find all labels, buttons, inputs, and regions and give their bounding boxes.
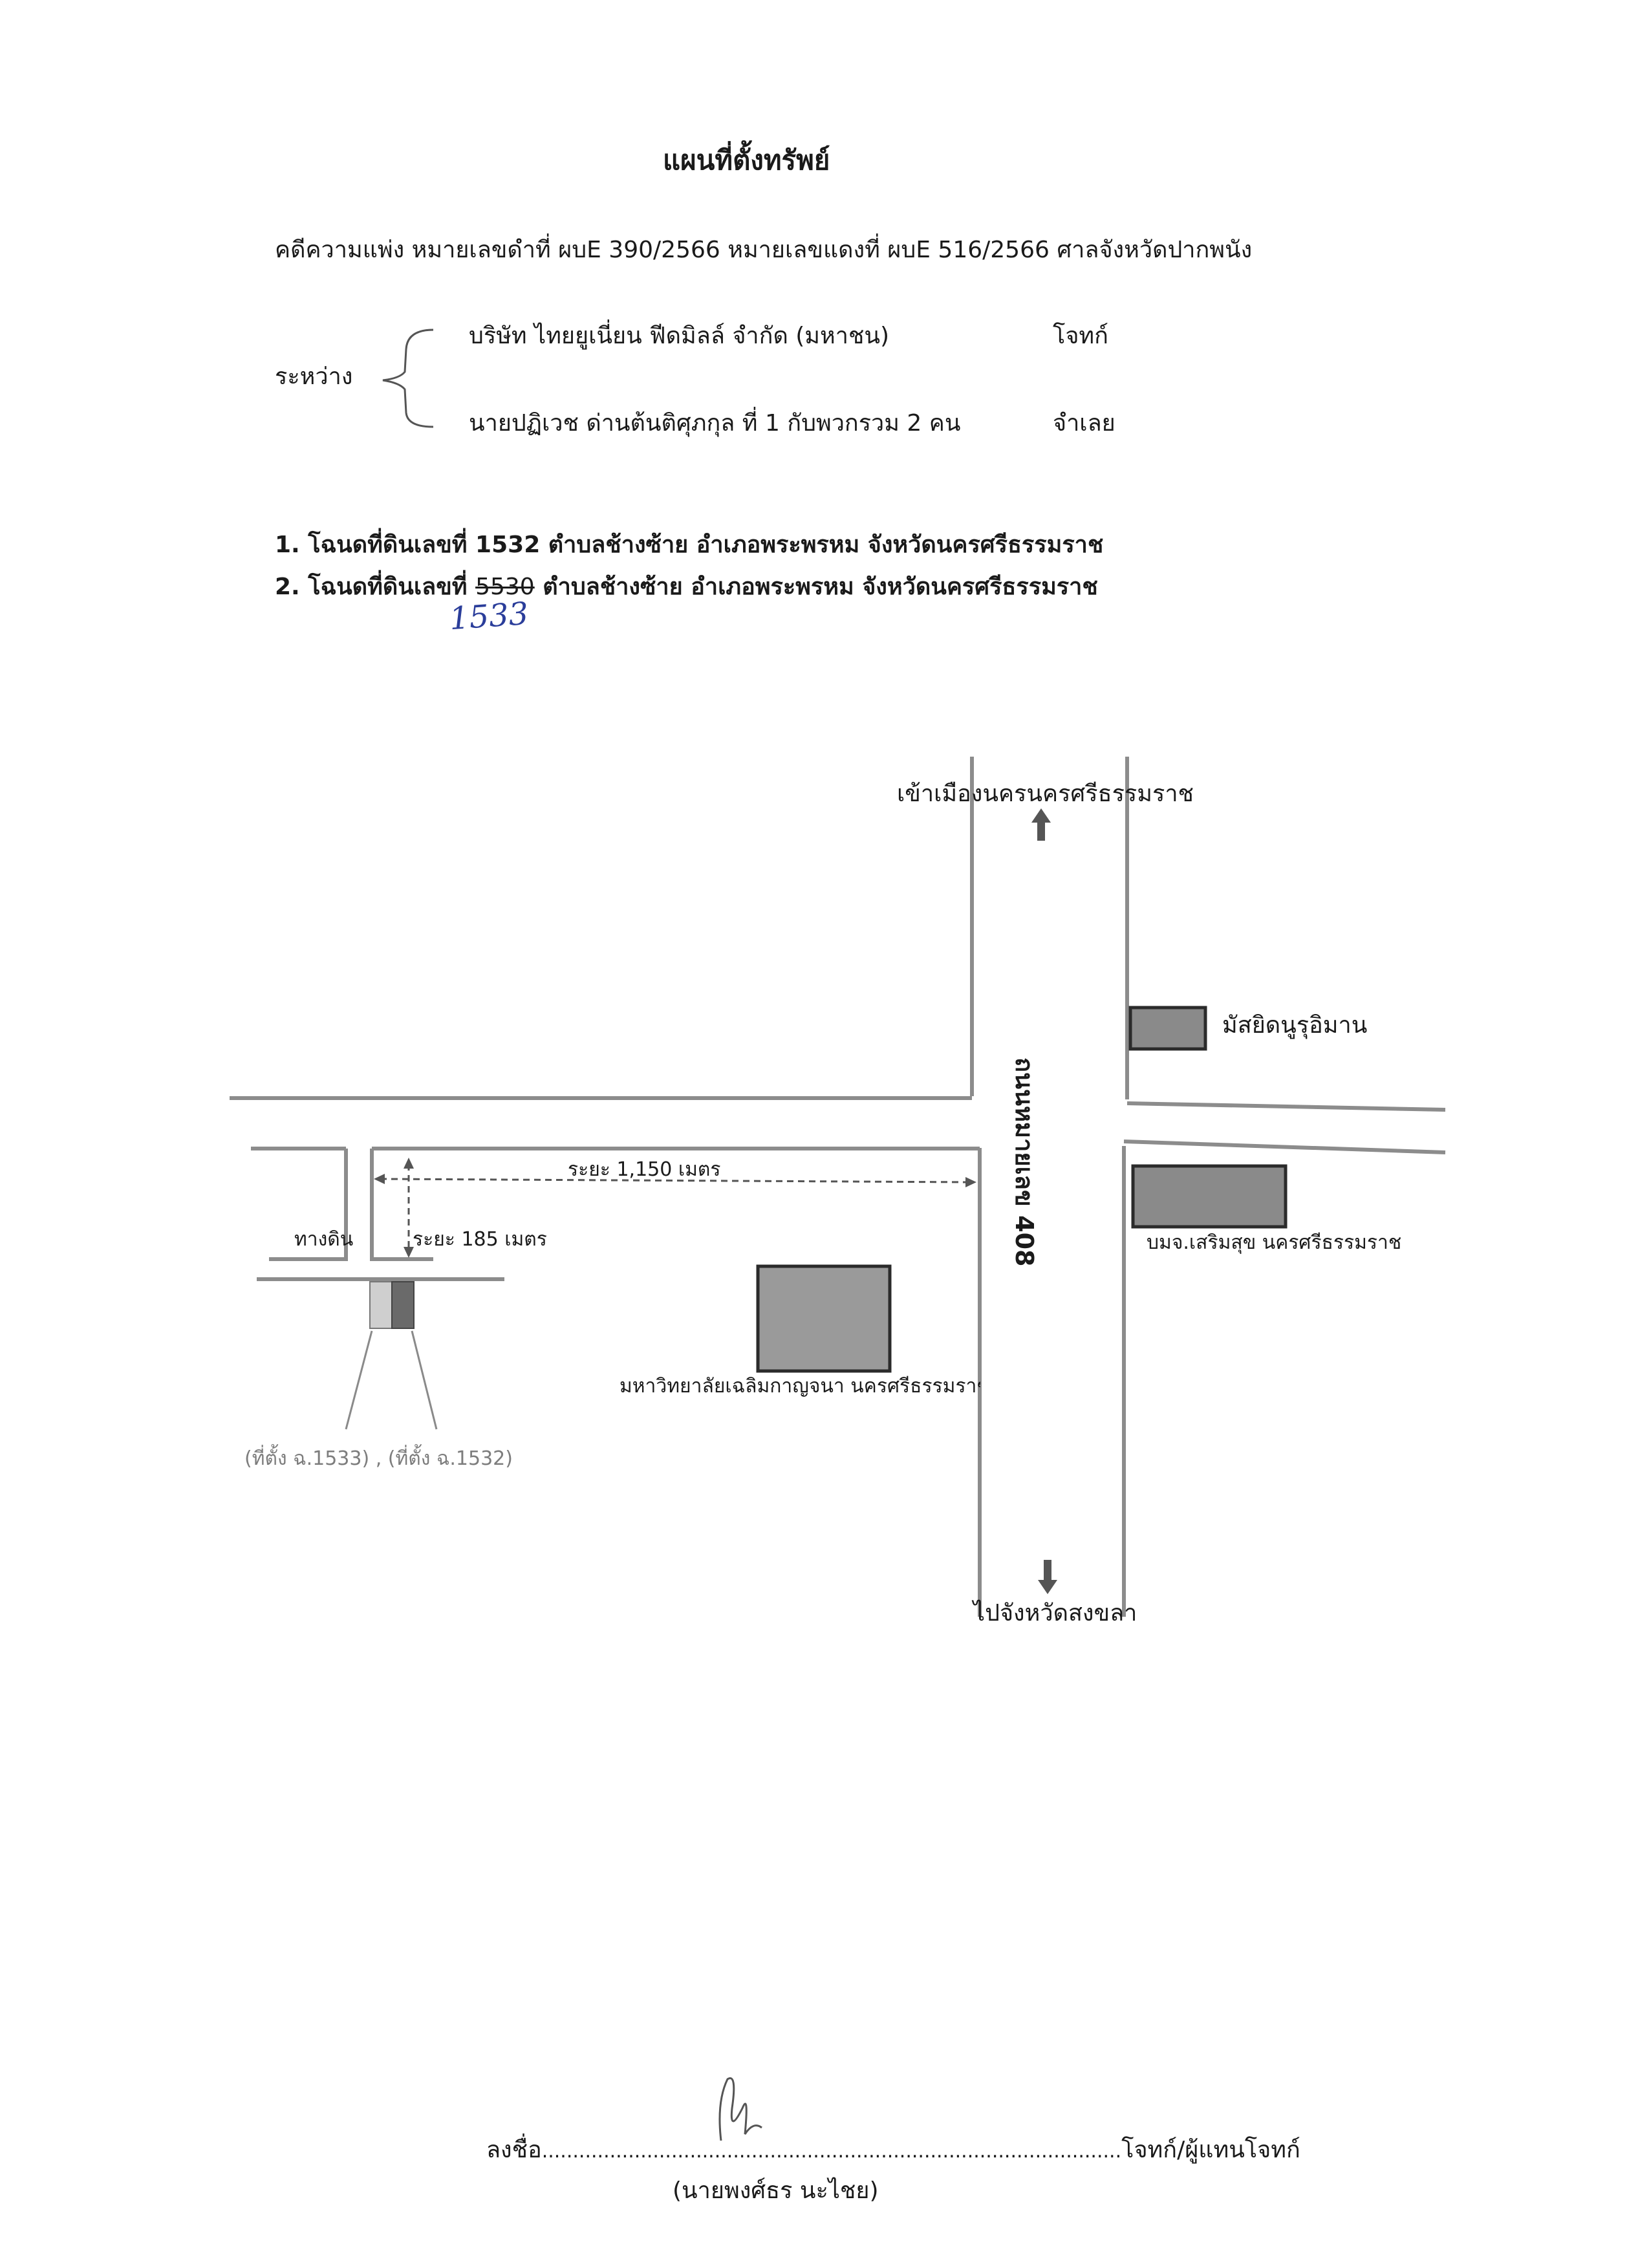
deed-2: 2. โฉนดที่ดินเลขที่ 5530 ตำบลช้างซ้าย อำ… <box>275 568 1098 605</box>
university-building <box>756 1264 892 1373</box>
plot-1533 <box>369 1281 393 1329</box>
south-arrow-icon <box>1038 1560 1057 1594</box>
north-arrow-icon <box>1031 808 1051 841</box>
plaintiff-role: โจทก์ <box>1053 323 1108 349</box>
distance-markers <box>380 1164 971 1251</box>
mosque-building <box>1128 1006 1207 1051</box>
deed-2-struck-number: 5530 <box>475 574 535 600</box>
sign-prefix: ลงชื่อ <box>486 2137 542 2163</box>
signature-line: ลงชื่อ..................................… <box>486 2131 1300 2168</box>
direction-arrows <box>1031 808 1057 1594</box>
company-label: บมจ.เสริมสุข นครศรีธรรมราช <box>1147 1231 1402 1254</box>
deed-2-prefix: 2. โฉนดที่ดินเลขที่ <box>275 574 468 600</box>
page-title: แผนที่ตั้งทรัพย์ <box>663 144 830 176</box>
deed-2-suffix: ตำบลช้างซ้าย อำเภอพระพรหม จังหวัดนครศรีธ… <box>543 574 1098 600</box>
university-label: มหาวิทยาลัยเฉลิมกาญจนา นครศรีธรรมราช <box>620 1375 980 1398</box>
distance-long-label: ระยะ 1,150 เมตร <box>568 1158 721 1181</box>
defendant-name: นายปฏิเวช ด่านต้นติศุภกุล ที่ 1 กับพวกรว… <box>469 410 961 437</box>
plot-1532 <box>391 1281 415 1329</box>
plaintiff-name: บริษัท ไทยยูเนี่ยน ฟีดมิลล์ จำกัด (มหาชน… <box>469 323 890 349</box>
distance-arrowheads <box>374 1158 976 1258</box>
deed-1: 1. โฉนดที่ดินเลขที่ 1532 ตำบลช้างซ้าย อำ… <box>275 532 1104 558</box>
between-label: ระหว่าง <box>275 363 353 390</box>
south-destination-label: ไปจังหวัดสงขลา <box>973 1600 1137 1626</box>
north-destination-label: เข้าเมืองนครนครศรีธรรมราช <box>897 781 1194 807</box>
signer-name: (นายพงศ์ธร นะไชย) <box>673 2177 879 2204</box>
case-line: คดีความแพ่ง หมายเลขดำที่ ผบE 390/2566 หม… <box>275 237 1253 263</box>
sign-role: โจทก์/ผู้แทนโจทก์ <box>1121 2137 1300 2163</box>
dirt-road-label: ทางดิน <box>294 1228 354 1251</box>
road-408-label: ถนนหมายเลข 408 <box>1010 1057 1039 1267</box>
sign-dots: ........................................… <box>541 2140 1122 2163</box>
company-building <box>1131 1164 1288 1229</box>
plot-pointers <box>345 1330 438 1430</box>
road-lines <box>230 757 1446 1617</box>
mosque-label: มัสยิดนูรุอิมาน <box>1222 1012 1368 1039</box>
plot-location-labels: (ที่ตั้ง ฉ.1533) , (ที่ตั้ง ฉ.1532) <box>244 1447 513 1470</box>
distance-short-label: ระยะ 185 เมตร <box>413 1228 547 1251</box>
defendant-role: จำเลย <box>1053 410 1116 437</box>
